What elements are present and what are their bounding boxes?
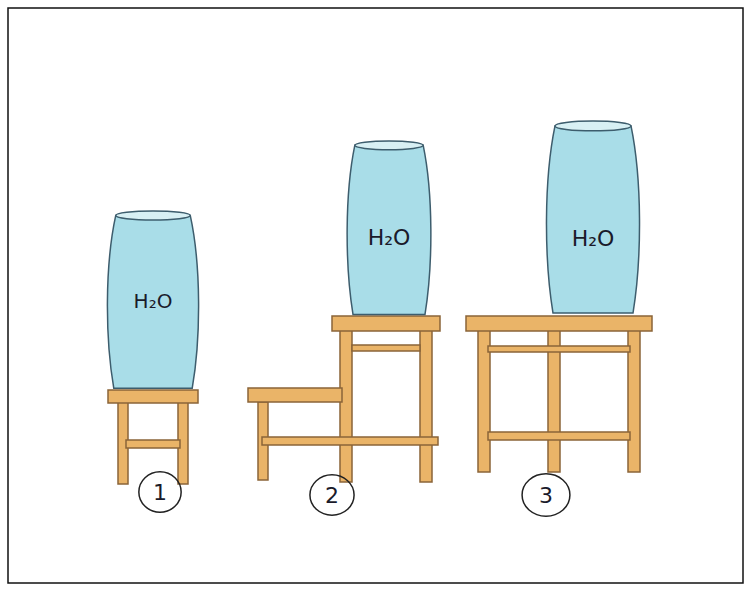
vase-label: H₂O (572, 226, 615, 251)
stool-3 (466, 316, 652, 472)
water-vase: H₂O (104, 210, 202, 392)
callout-number-text: 1 (153, 480, 167, 505)
callout-number-text: 3 (539, 483, 553, 508)
vase-shape (543, 120, 643, 317)
callout-number-text: 2 (325, 483, 339, 508)
water-vase: H₂O (543, 120, 643, 317)
stool-1 (108, 390, 198, 484)
water-vase: H₂O (344, 140, 434, 318)
vase-label: H₂O (368, 225, 411, 250)
stool-2 (248, 316, 440, 482)
callout-number: 2 (308, 473, 356, 517)
frame (8, 8, 743, 583)
callout-number: 1 (137, 470, 183, 514)
vase-label: H₂O (134, 289, 173, 313)
callout-number: 3 (520, 472, 572, 518)
